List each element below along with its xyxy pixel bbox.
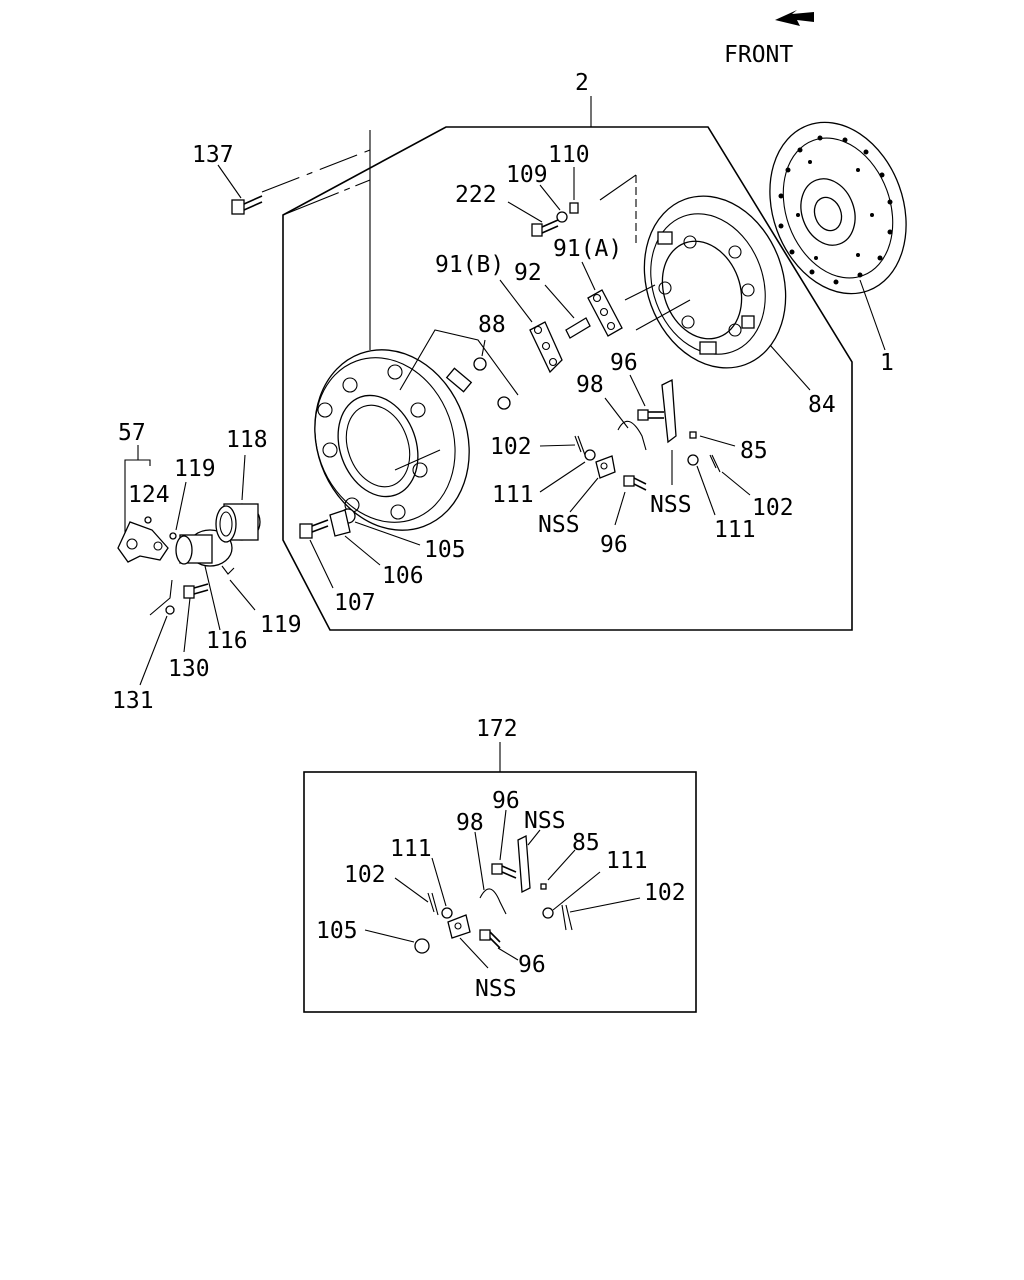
callout-105: 105 xyxy=(424,537,466,563)
callout-118: 118 xyxy=(226,427,268,453)
lever-91a xyxy=(587,289,623,337)
bolt-137 xyxy=(231,195,263,215)
callout-131: 131 xyxy=(112,688,154,714)
callout-109: 109 xyxy=(506,162,548,188)
pressure-plate-84 xyxy=(643,195,787,369)
callout-111-box-left: 111 xyxy=(390,836,432,862)
clip-131 xyxy=(165,605,175,615)
callout-102-right: 102 xyxy=(752,495,794,521)
washer-109 xyxy=(556,211,568,223)
callout-96-box-lower: 96 xyxy=(518,952,546,978)
washer-124 xyxy=(144,516,152,524)
lever-nss-box xyxy=(517,834,531,894)
callout-102-left: 102 xyxy=(490,434,532,460)
nut-105-box xyxy=(414,938,430,954)
lever-nss-upper xyxy=(661,378,677,444)
callout-nss-left: NSS xyxy=(538,512,580,538)
clip-119-upper xyxy=(169,532,177,540)
front-label: FRONT xyxy=(724,42,793,68)
spring-98-box xyxy=(479,888,507,915)
callout-105-box: 105 xyxy=(316,918,358,944)
block-nss-box xyxy=(447,914,471,939)
washer-111-left xyxy=(584,449,596,461)
callout-85-upper: 85 xyxy=(740,438,768,464)
callout-111-right: 111 xyxy=(714,517,756,543)
callout-nss-box-lower: NSS xyxy=(475,976,517,1002)
callout-nss-right: NSS xyxy=(650,492,692,518)
part-88 xyxy=(445,357,511,410)
front-arrow-icon xyxy=(775,10,814,26)
callout-106: 106 xyxy=(382,563,424,589)
callout-130: 130 xyxy=(168,656,210,682)
callout-84: 84 xyxy=(808,392,836,418)
washer-111-right xyxy=(687,454,699,466)
callout-137: 137 xyxy=(192,142,234,168)
block-nss-upper xyxy=(595,455,616,479)
spring-98 xyxy=(617,420,647,451)
callout-96-lower: 96 xyxy=(600,532,628,558)
clutch-disc-1 xyxy=(769,121,907,295)
callout-2: 2 xyxy=(575,70,589,96)
callout-111-left: 111 xyxy=(492,482,534,508)
callout-96-box-upper: 96 xyxy=(492,788,520,814)
callout-91a: 91(A) xyxy=(553,236,622,262)
callout-102-box-left: 102 xyxy=(344,862,386,888)
callout-116: 116 xyxy=(206,628,248,654)
group-172-box xyxy=(303,771,697,1013)
callout-92: 92 xyxy=(514,260,542,286)
callout-119-upper: 119 xyxy=(174,456,216,482)
pin-102-left xyxy=(574,435,586,456)
plate-110 xyxy=(569,202,579,214)
callout-96-upper: 96 xyxy=(610,350,638,376)
plate-106 xyxy=(329,509,351,537)
sleeve-116 xyxy=(175,529,233,567)
callout-107: 107 xyxy=(334,590,376,616)
pin-96-box-upper xyxy=(491,863,517,879)
callout-119-lower: 119 xyxy=(260,612,302,638)
bolt-222 xyxy=(531,219,559,237)
pin-96-upper xyxy=(637,409,664,421)
fork-57 xyxy=(117,521,169,563)
callout-110: 110 xyxy=(548,142,590,168)
bolt-107 xyxy=(299,519,329,539)
callout-nss-box-upper: NSS xyxy=(524,808,566,834)
bearing-118 xyxy=(215,503,261,543)
callout-222: 222 xyxy=(455,182,497,208)
washer-111-box-left xyxy=(441,907,453,919)
callout-91b: 91(B) xyxy=(435,252,504,278)
callout-57: 57 xyxy=(118,420,146,446)
callout-98-upper: 98 xyxy=(576,372,604,398)
clip-119-lower xyxy=(221,565,235,575)
pin-102-box-left xyxy=(427,892,439,916)
callout-1: 1 xyxy=(880,350,894,376)
spring-92 xyxy=(565,317,591,339)
pin-85-box xyxy=(540,883,547,890)
pin-85-upper xyxy=(689,431,697,439)
pin-96-box-lower xyxy=(479,929,501,949)
clutch-cover xyxy=(314,349,470,531)
assembly-2-outline xyxy=(282,126,853,631)
callout-102-box-right: 102 xyxy=(644,880,686,906)
pin-96-lower xyxy=(623,475,647,491)
pin-102-box-right xyxy=(561,904,573,931)
callout-85-box: 85 xyxy=(572,830,600,856)
pin-102-right xyxy=(709,454,721,473)
callout-111-box-right: 111 xyxy=(606,848,648,874)
callout-172: 172 xyxy=(476,716,518,742)
callout-88: 88 xyxy=(478,312,506,338)
callout-98-box: 98 xyxy=(456,810,484,836)
callout-124: 124 xyxy=(128,482,170,508)
lever-91b xyxy=(529,321,563,374)
bolt-130 xyxy=(183,583,209,599)
washer-111-box-right xyxy=(542,907,554,919)
